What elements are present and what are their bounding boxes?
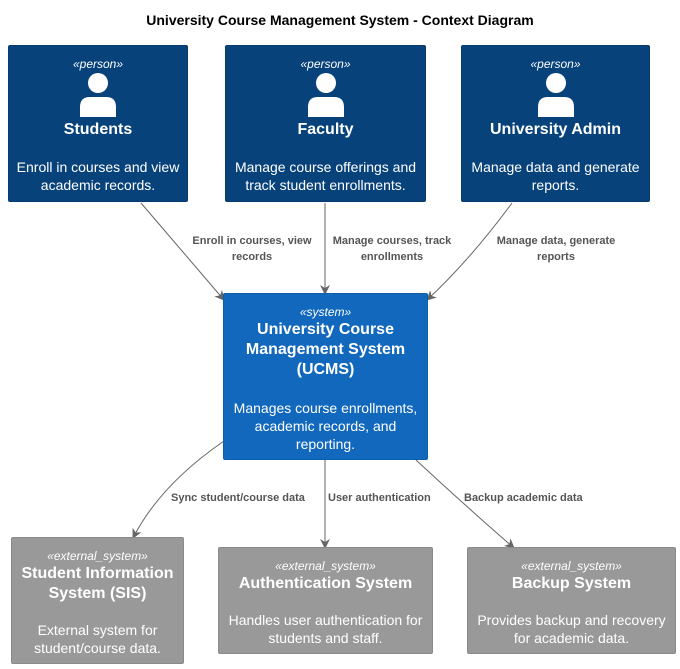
sis-stereotype: «external_system» <box>47 549 148 563</box>
admin-person-box[interactable]: «person» University Admin Manage data an… <box>461 45 650 202</box>
edge-label-students-ucms: Enroll in courses, view records <box>192 235 312 263</box>
auth-external-box[interactable]: «external_system» Authentication System … <box>218 547 433 654</box>
person-icon <box>307 73 344 117</box>
sis-name: Student Information System (SIS) <box>21 565 174 602</box>
sis-external-box[interactable]: «external_system» Student Information Sy… <box>11 537 184 664</box>
admin-name: University Admin <box>490 121 621 138</box>
backup-stereotype: «external_system» <box>521 559 622 573</box>
faculty-name: Faculty <box>297 121 354 138</box>
edge-students-ucms <box>140 202 225 301</box>
faculty-person-box[interactable]: «person» Faculty Manage course offerings… <box>225 45 426 202</box>
edge-label-ucms-auth: User authentication <box>328 492 431 504</box>
person-icon <box>80 73 116 117</box>
diagram-title: University Course Management System - Co… <box>146 12 534 28</box>
students-stereotype: «person» <box>72 57 124 71</box>
students-name: Students <box>63 121 133 138</box>
auth-stereotype: «external_system» <box>275 559 376 573</box>
ucms-description: Manages course enrollments, academic rec… <box>233 400 418 452</box>
edge-ucms-sis <box>132 440 225 539</box>
students-person-box[interactable]: «person» Students Enroll in courses and … <box>8 45 188 202</box>
edge-admin-ucms <box>426 202 513 301</box>
edge-label-admin-ucms: Manage data, generate reports <box>496 235 616 263</box>
auth-description: Handles user authentication for students… <box>228 612 423 646</box>
person-icon <box>537 73 574 117</box>
faculty-stereotype: «person» <box>300 57 351 71</box>
backup-name: Backup System <box>511 575 632 592</box>
edge-label-faculty-ucms: Manage courses, track enrollments <box>332 235 452 263</box>
ucms-stereotype: «system» <box>299 305 352 319</box>
ucms-system-box[interactable]: «system» University Course Management Sy… <box>223 293 428 460</box>
faculty-description: Manage course offerings and track studen… <box>234 159 417 193</box>
admin-description: Manage data and generate reports. <box>471 159 640 193</box>
edge-ucms-backup <box>415 459 515 549</box>
backup-external-box[interactable]: «external_system» Backup System Provides… <box>467 547 676 654</box>
auth-name: Authentication System <box>238 575 413 592</box>
backup-description: Provides backup and recovery for academi… <box>477 612 666 646</box>
edge-label-ucms-backup: Backup academic data <box>464 492 583 504</box>
students-description: Enroll in courses and view academic reco… <box>16 159 180 193</box>
ucms-name: University Course Management System (UCM… <box>245 321 406 378</box>
edge-label-ucms-sis: Sync student/course data <box>171 492 305 504</box>
admin-stereotype: «person» <box>530 57 581 71</box>
sis-description: External system for student/course data. <box>34 622 161 656</box>
